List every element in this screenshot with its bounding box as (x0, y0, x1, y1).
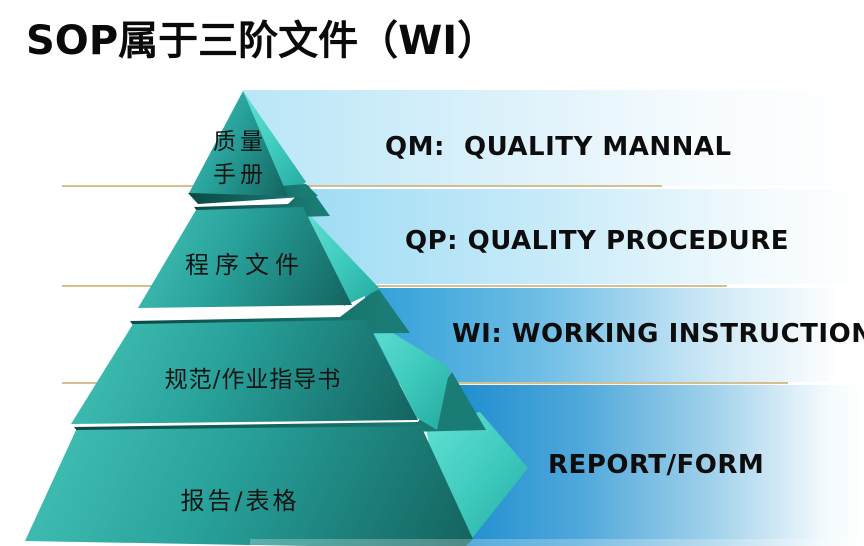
tier3-front-face (71, 320, 418, 424)
band-quality-procedure (302, 189, 864, 284)
tier3-label-en: WI: WORKING INSTRUCTION (452, 319, 864, 349)
tier4-label-en: REPORT/FORM (548, 450, 765, 480)
tier2-label-en: QP: QUALITY PROCEDURE (405, 226, 789, 256)
band-quality-manual (243, 90, 864, 186)
tier2-label-zh: 程序文件 (185, 251, 305, 279)
tier1-label-zh: 质量 手册 (187, 126, 293, 192)
tier4-label-zh: 报告/表格 (180, 487, 300, 515)
separator-line-2 (62, 285, 727, 287)
band-working-instruction (365, 288, 864, 382)
slide-title: SOP属于三阶文件（WI） (26, 18, 498, 64)
tier3-label-zh: 规范/作业指导书 (164, 367, 342, 393)
tier1-label-zh-line2: 手册 (213, 162, 267, 188)
tier1-label-en: QM: QUALITY MANNAL (385, 132, 732, 162)
separator-line-1 (62, 185, 662, 187)
tier4-front-face (25, 426, 473, 546)
bottom-sheen-strip (250, 539, 864, 546)
tier1-label-zh-line1: 质量 (213, 129, 267, 155)
